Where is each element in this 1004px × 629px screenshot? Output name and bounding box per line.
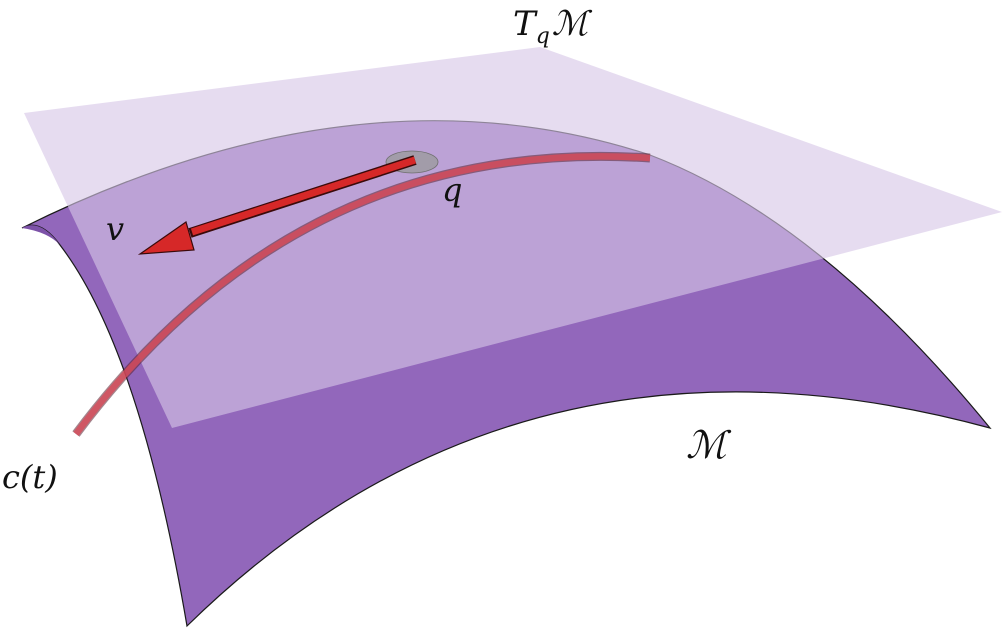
- vector-v-label: v: [106, 210, 124, 248]
- manifold-edge-shade: [22, 225, 60, 245]
- tangent-vector-shaft-fill: [190, 156, 417, 236]
- curve-c-t-fill: [73, 153, 651, 436]
- tangent-space-label-main: T: [513, 4, 538, 44]
- tangent-space-label: Tqℳ: [513, 4, 593, 49]
- tangent-vector-arrowhead: [137, 221, 195, 255]
- manifold-label: ℳ: [686, 423, 732, 467]
- tangent-plane: [24, 47, 1002, 428]
- curve-label: c(t): [2, 458, 58, 496]
- tangent-space-label-manifold: ℳ: [552, 4, 593, 44]
- tangent-space-label-subscript: q: [536, 24, 550, 49]
- point-q-label: q: [442, 171, 462, 209]
